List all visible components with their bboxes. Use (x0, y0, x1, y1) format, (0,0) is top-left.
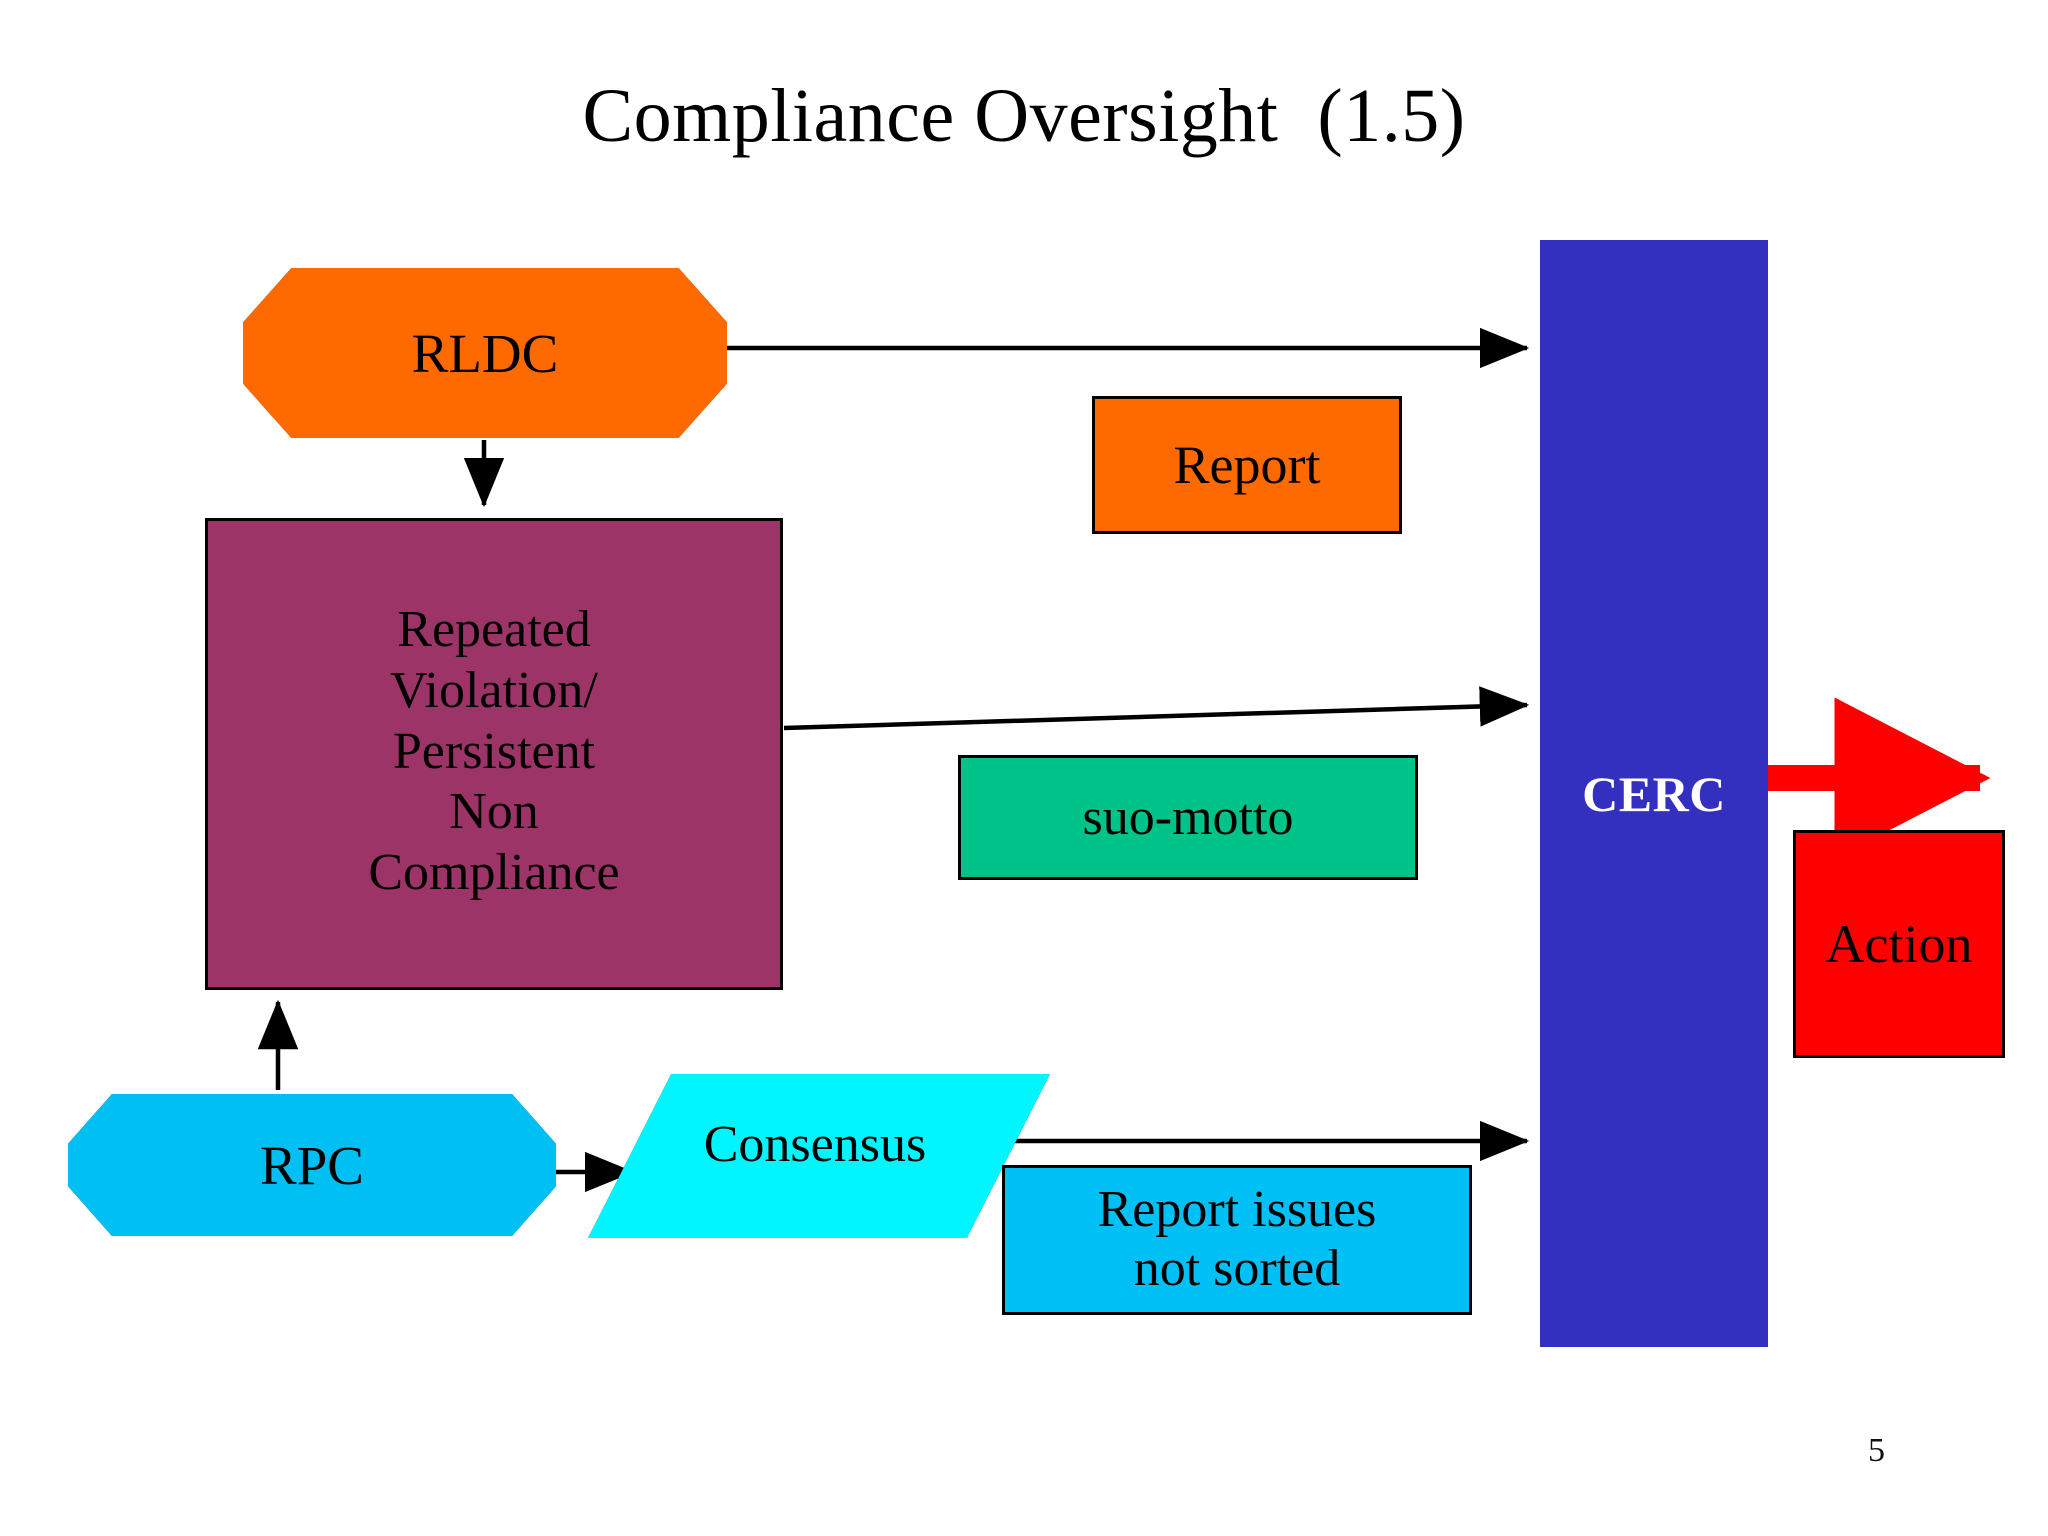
violation-line-4: Compliance (368, 844, 620, 902)
node-suo-motto[interactable]: suo-motto (958, 755, 1418, 880)
violation-line-0: Repeated (397, 600, 591, 658)
report-label: Report (1173, 435, 1321, 495)
page-number: 5 (1868, 1432, 1885, 1469)
cerc-label: CERC (1582, 765, 1726, 822)
rpc-fill (68, 1094, 556, 1236)
consensus-fill (588, 1074, 1050, 1238)
rldc-fill (243, 268, 727, 438)
node-action[interactable]: Action (1793, 830, 2005, 1058)
node-cerc[interactable]: CERC (1540, 240, 1768, 1347)
node-rpc[interactable]: RPC (68, 1094, 556, 1236)
rpc-label: RPC (260, 1134, 364, 1196)
node-report[interactable]: Report (1092, 396, 1402, 534)
consensus-label: Consensus (703, 1115, 927, 1173)
node-rldc[interactable]: RLDC (243, 268, 727, 438)
report-issues-line-1: not sorted (1133, 1240, 1341, 1297)
page-title: Compliance Oversight (1.5) (582, 74, 1466, 158)
rldc-label: RLDC (411, 322, 559, 384)
connector-violation-to-cerc (783, 686, 1530, 731)
suo-motto-label: suo-motto (1082, 789, 1294, 846)
violation-line-3: Non (449, 783, 539, 841)
violation-line-2: Persistent (392, 722, 596, 780)
node-consensus[interactable]: Consensus (588, 1074, 1050, 1238)
report-issues-line-0: Report issues (1097, 1181, 1377, 1239)
action-label: Action (1825, 914, 1973, 974)
violation-line-1: Violation/ (390, 661, 598, 719)
